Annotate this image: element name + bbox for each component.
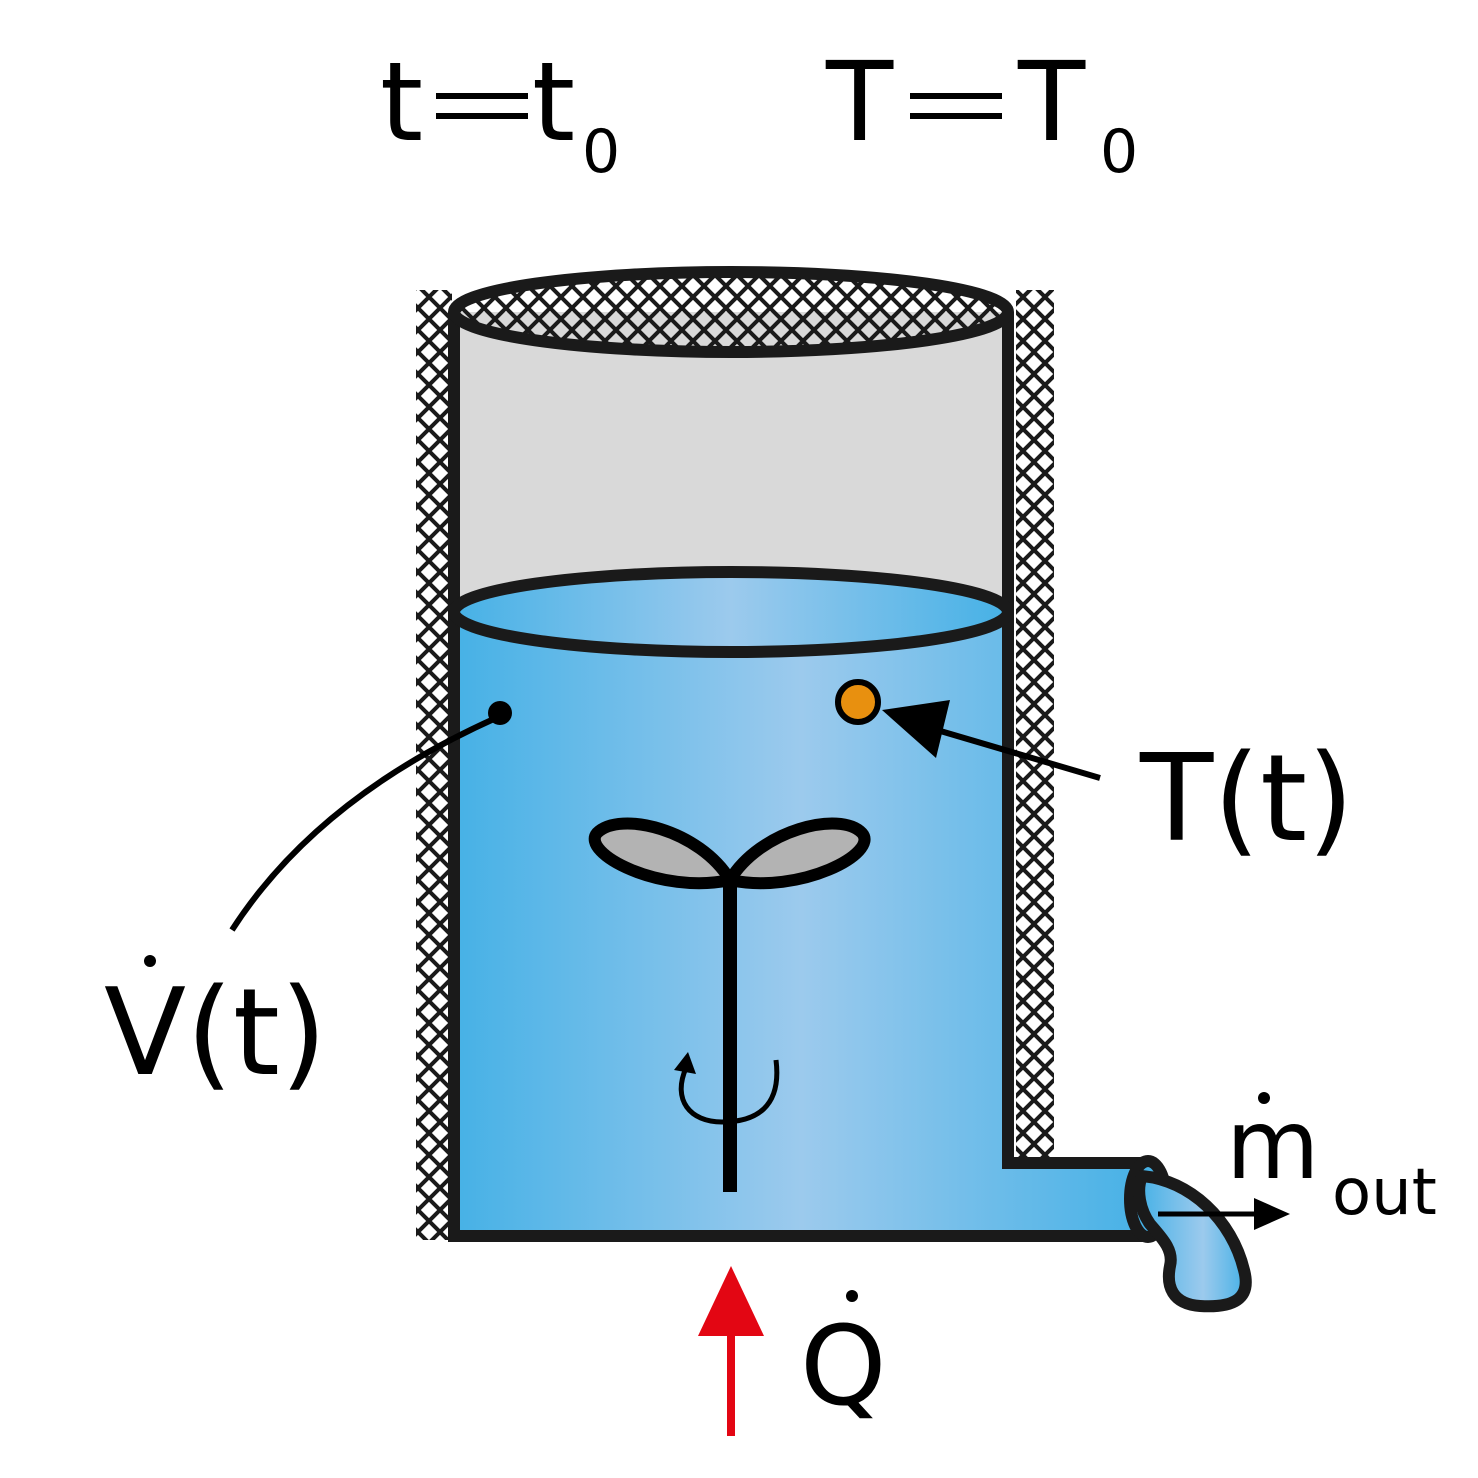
- mass-flow-text: m: [1226, 1089, 1320, 1201]
- temperature-pointer-line: [919, 722, 1101, 781]
- mass-flow-label: m out: [1226, 1089, 1437, 1230]
- time-equals-sign: =: [436, 93, 528, 119]
- volume-flow-label: V(t): [104, 955, 327, 1103]
- temperature-pointer-head: [882, 700, 950, 758]
- heat-flow-text: Q: [800, 1302, 887, 1430]
- temp-ref-subscript: 0: [1100, 117, 1138, 187]
- temp-ref-symbol: T: [1017, 38, 1086, 166]
- volume-flow-text: V(t): [104, 964, 327, 1103]
- heat-input-arrow: [698, 1266, 764, 1436]
- tank-top-rim: [448, 266, 1014, 358]
- rotation-arrow-icon: [674, 1052, 780, 1125]
- insulation-right: [1016, 290, 1054, 1160]
- initial-time-label: t = t 0: [380, 38, 620, 187]
- water-surface: [448, 566, 1014, 658]
- temperature-variable-label: T(t): [1139, 730, 1354, 869]
- initial-temperature-label: T = T 0: [825, 38, 1138, 187]
- mass-flow-subscript: out: [1332, 1156, 1437, 1230]
- tank-headspace: [454, 312, 1010, 612]
- volume-leader-line: [229, 715, 498, 932]
- tank-water-body: [454, 612, 1148, 1232]
- mass-outflow-arrow: [1158, 1198, 1290, 1230]
- volume-dot-accent: [144, 955, 156, 967]
- heat-dot-accent: [846, 1290, 858, 1302]
- heat-flow-label: Q: [800, 1290, 887, 1430]
- temperature-sensor-dot: [835, 679, 881, 725]
- outflow-jet: [1133, 1170, 1252, 1313]
- impeller-icon: [588, 817, 871, 1192]
- insulation-left: [416, 290, 452, 1240]
- mass-dot-accent: [1258, 1092, 1270, 1104]
- temp-equals-sign: =: [910, 93, 1002, 119]
- time-ref-subscript: 0: [582, 117, 620, 187]
- temp-symbol: T: [825, 38, 894, 166]
- time-ref-symbol: t: [532, 38, 575, 166]
- time-symbol: t: [380, 38, 423, 166]
